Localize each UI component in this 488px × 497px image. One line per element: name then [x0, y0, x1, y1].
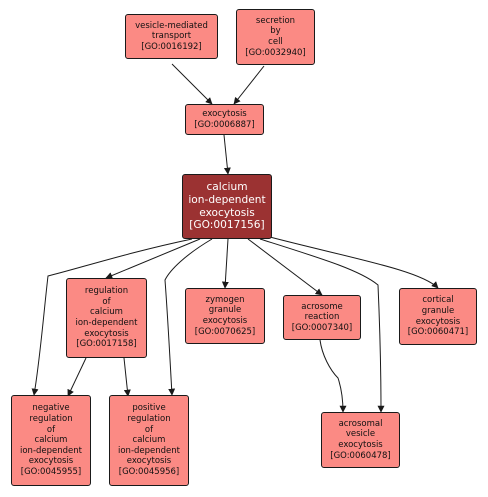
- node-go-id: [GO:0017156]: [189, 219, 265, 232]
- node-zymogen-granule-exocytosis[interactable]: zymogen granule exocytosis [GO:0070625]: [185, 288, 265, 344]
- node-label-line: calcium: [34, 435, 68, 446]
- edge-calcium-to-positive: [164, 238, 213, 396]
- node-label-line: granule: [421, 305, 455, 316]
- node-label-line: secretion: [255, 15, 296, 26]
- node-regulation-of-calcium-ion-dependent-exocytosis[interactable]: regulation of calcium ion-dependent exoc…: [66, 278, 147, 358]
- node-label-line: transport: [151, 31, 192, 42]
- edge-acrosome-to-acrosomal-vesicle: [319, 339, 347, 413]
- edge-calcium-to-zymogen: [221, 238, 229, 289]
- node-label-line: positive: [132, 403, 166, 414]
- node-label-line: exocytosis: [199, 206, 255, 219]
- node-go-id: [GO:0032940]: [245, 47, 306, 58]
- node-label-line: exocytosis: [202, 316, 248, 326]
- node-acrosomal-vesicle-exocytosis[interactable]: acrosomal vesicle exocytosis [GO:0060478…: [321, 412, 400, 468]
- node-label-line: ion-dependent: [75, 318, 138, 328]
- node-label-line: negative: [32, 403, 70, 414]
- node-label-line: cortical: [422, 295, 454, 306]
- node-go-id: [GO:0060471]: [407, 327, 469, 338]
- node-label-line: ion-dependent: [118, 445, 180, 456]
- edge-calcium-to-regulation: [105, 238, 201, 279]
- node-label-line: of: [46, 424, 56, 435]
- node-label-line: regulation: [127, 414, 171, 425]
- node-go-id: [GO:0017158]: [76, 339, 137, 350]
- node-exocytosis[interactable]: exocytosis [GO:0006887]: [185, 104, 264, 135]
- node-label-line: vesicle-mediated: [135, 20, 208, 31]
- node-calcium-ion-dependent-exocytosis[interactable]: calcium ion-dependent exocytosis [GO:001…: [182, 174, 272, 239]
- edge-calcium-to-cortical: [265, 235, 439, 289]
- edge-calcium-to-acrosome: [247, 238, 323, 296]
- node-label-line: exocytosis: [126, 456, 172, 467]
- node-label-line: granule: [208, 305, 242, 316]
- node-label-line: exocytosis: [202, 108, 247, 119]
- edge-exocytosis-to-calcium: [223, 134, 231, 175]
- node-label-line: zymogen: [205, 294, 245, 305]
- node-label-line: exocytosis: [84, 328, 129, 339]
- node-go-id: [GO:0006887]: [194, 119, 255, 130]
- node-label-line: calcium: [90, 307, 123, 318]
- edge-calcium-to-negative: [31, 238, 193, 396]
- node-label-line: of: [144, 424, 154, 435]
- node-label-line: cell: [268, 37, 283, 47]
- node-label-line: calcium: [132, 435, 166, 446]
- node-label-line: exocytosis: [28, 456, 74, 467]
- node-label-line: exocytosis: [338, 440, 383, 450]
- edge-vesicle-to-exocytosis: [171, 63, 213, 105]
- node-label-line: reaction: [304, 312, 340, 323]
- node-go-id: [GO:0060478]: [330, 450, 391, 461]
- node-label-line: by: [270, 26, 281, 37]
- node-label-line: vesicle: [345, 429, 376, 440]
- edge-calcium-to-acrosomal-vesicle: [259, 238, 385, 413]
- node-label-line: ion-dependent: [188, 193, 266, 206]
- node-go-id: [GO:0045955]: [20, 466, 82, 477]
- node-label-line: ion-dependent: [20, 445, 82, 456]
- node-go-id: [GO:0016192]: [141, 41, 202, 52]
- node-label-line: of: [102, 296, 111, 307]
- edge-regulation-to-negative: [67, 357, 87, 397]
- node-negative-regulation-of-calcium-ion-dependent-exocytosis[interactable]: negative regulation of calcium ion-depen…: [11, 395, 91, 486]
- edge-secretion-to-exocytosis: [233, 65, 265, 105]
- node-label-line: regulation: [29, 414, 73, 425]
- node-cortical-granule-exocytosis[interactable]: cortical granule exocytosis [GO:0060471]: [399, 288, 477, 345]
- node-secretion-by-cell[interactable]: secretion by cell [GO:0032940]: [236, 9, 315, 65]
- node-label-line: acrosome: [301, 301, 343, 312]
- node-vesicle-mediated-transport[interactable]: vesicle-mediated transport [GO:0016192]: [125, 14, 218, 59]
- node-label-line: calcium: [206, 180, 248, 193]
- node-go-id: [GO:0007340]: [291, 322, 353, 333]
- edge-regulation-to-positive: [123, 357, 131, 397]
- node-go-id: [GO:0045956]: [118, 466, 180, 477]
- node-label-line: exocytosis: [415, 316, 461, 327]
- node-positive-regulation-of-calcium-ion-dependent-exocytosis[interactable]: positive regulation of calcium ion-depen…: [109, 395, 189, 486]
- node-go-id: [GO:0070625]: [194, 326, 256, 337]
- node-acrosome-reaction[interactable]: acrosome reaction [GO:0007340]: [283, 295, 361, 340]
- node-label-line: acrosomal: [338, 418, 383, 429]
- node-label-line: regulation: [84, 286, 129, 297]
